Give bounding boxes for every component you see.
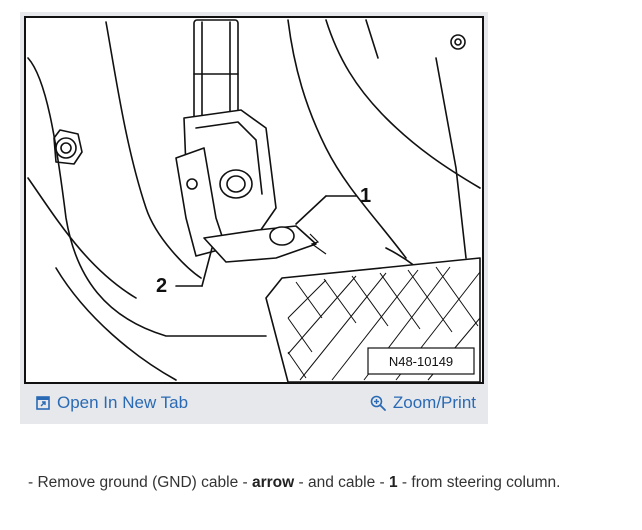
top-right-ring-inner [454, 38, 462, 46]
open-in-new-tab-label: Open In New Tab [57, 393, 189, 412]
figure-card: 1 2 N48-10149 Open In New Tab Zoom/Print [20, 12, 488, 424]
right-frame-line-2 [325, 19, 481, 189]
left-bolt-washer [53, 129, 83, 165]
joint-bore [219, 169, 253, 199]
right-frame-line [287, 19, 407, 259]
new-tab-icon [36, 396, 50, 410]
zoom-print-label: Zoom/Print [392, 393, 476, 412]
instruction-text-3: - from steering column. [397, 474, 561, 491]
callout-2-leader [201, 247, 213, 287]
top-right-ring [450, 34, 466, 50]
instruction-text-2: - and cable - [294, 474, 389, 491]
ground-bolt [269, 226, 295, 246]
arrow-marker [309, 233, 327, 255]
figure-id: N48-10149 [389, 354, 453, 369]
panel-edge-lower [27, 177, 137, 299]
callout-1-leader [295, 195, 327, 225]
open-in-new-tab-button[interactable]: Open In New Tab [36, 393, 188, 413]
pedal-grid [287, 266, 481, 381]
instruction-text-1: Remove ground (GND) cable - [33, 474, 252, 491]
left-bolt-inner [60, 142, 72, 154]
panel-bottom-edge [55, 267, 177, 381]
right-frame-line-3 [365, 19, 379, 59]
figure-toolbar: Open In New Tab Zoom/Print [24, 386, 484, 420]
steering-column-illustration: 1 2 N48-10149 [27, 19, 481, 382]
callout-2: 2 [156, 275, 167, 297]
instruction-step: - Remove ground (GND) cable - arrow - an… [28, 474, 560, 492]
bracket-hole [186, 178, 198, 190]
zoom-in-icon [370, 395, 386, 411]
joint-detail [195, 121, 263, 195]
panel-outline [27, 57, 267, 337]
zoom-print-button[interactable]: Zoom/Print [370, 393, 476, 413]
right-vertical-line [435, 57, 467, 259]
left-bolt [55, 137, 77, 159]
callout-1: 1 [360, 185, 371, 207]
step-dash: - [28, 474, 34, 491]
joint-bore-inner [226, 175, 246, 193]
figure-image[interactable]: 1 2 N48-10149 [24, 16, 484, 384]
figure-id-box [367, 347, 475, 375]
instruction-bold-arrow: arrow [251, 474, 295, 491]
panel-edge [105, 21, 202, 279]
instruction-bold-1: 1 [388, 474, 398, 491]
